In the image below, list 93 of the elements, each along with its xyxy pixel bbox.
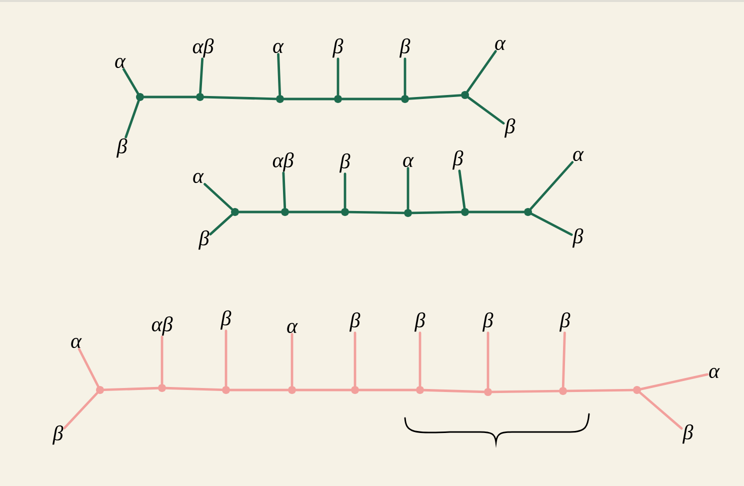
chain-line [103,386,159,392]
branch-line [78,348,100,388]
chain-line [423,388,485,394]
greek-letter: β [399,38,410,58]
branch-line [290,333,294,387]
chain-dot [196,93,204,101]
greek-letter: β [52,425,64,445]
greek-letter: αβ [272,152,294,172]
chain-line [295,388,352,392]
greek-letter: β [414,312,426,332]
branch-line [530,212,573,236]
chain-dot [524,208,532,216]
branch-line [336,58,340,96]
chain-dot [341,208,349,216]
branch-line [282,172,286,209]
chain-dot [334,95,342,103]
greek-letter: α [495,40,506,50]
chain-dot [404,209,412,217]
branch-line [486,332,490,389]
branch-line [63,392,98,430]
branch-line [638,392,683,430]
branch-line [562,332,566,388]
branch-line [199,58,204,94]
branch-line [406,167,410,210]
greek-letter: β [198,230,210,250]
greek-letter: β [504,118,516,138]
chain-dot [484,388,492,396]
chain-dot [222,386,230,394]
chain-line [238,210,282,214]
greek-letter: β [482,312,494,332]
chain-dot [401,95,409,103]
greek-letter: β [349,312,360,332]
chain-dot [461,91,469,99]
chain-line [358,388,417,392]
chain-line [341,98,402,100]
branch-line [277,53,282,96]
chain-dot [288,386,296,394]
chain-line [288,210,342,214]
greek-letter: α [403,156,414,168]
greek-letter: β [332,38,344,58]
chain-line [411,210,462,214]
branch-line [209,214,234,236]
chain-line [348,210,405,214]
greek-letter: α [193,172,204,184]
branch-line [204,182,234,210]
greek-letter: α [573,150,584,162]
chain-dot [276,95,284,103]
chain-line [468,210,525,214]
chain-line [203,96,277,100]
branch-line [467,96,505,124]
branch-line [458,170,466,210]
chain-dot [136,93,144,101]
branch-line [344,172,346,209]
branch-line [530,161,574,210]
branch-line [122,68,140,95]
branch-line [224,330,228,387]
chain-dot [461,208,469,216]
greek-letter: β [452,150,464,170]
branch-line [418,332,422,387]
chain-line [143,96,197,98]
branch-line [124,100,140,138]
greek-letter: β [682,424,694,444]
greek-letter: β [116,138,128,158]
greek-letter: αβ [192,38,214,58]
chain-line [408,94,462,100]
branch-line [466,50,497,93]
greek-letter: β [339,153,350,173]
chain-line [566,388,634,392]
chain-dot [633,386,641,394]
branch-line [404,58,406,96]
chain-dot [96,386,104,394]
chain-dot [281,208,289,216]
greek-letter: β [220,310,232,330]
greek-letter: αβ [152,316,173,336]
chain-dot [231,208,239,216]
chain-line [491,390,560,394]
chain-dot [416,386,424,394]
branch-line [160,336,164,385]
greek-letter: α [287,322,298,334]
chain-dot [158,384,166,392]
greek-letter: α [273,42,284,54]
chain-dot [559,387,567,395]
chain-line [283,98,335,100]
chain-dot [351,386,359,394]
greek-letter: α [115,58,126,68]
greek-letter: β [559,312,570,332]
chain-line [165,386,223,392]
greek-letter: α [709,368,720,378]
greek-letter: β [572,228,584,248]
greek-letter: α [71,338,82,348]
branch-line [640,373,708,390]
branch-line [354,332,356,387]
chain-line [229,388,289,392]
